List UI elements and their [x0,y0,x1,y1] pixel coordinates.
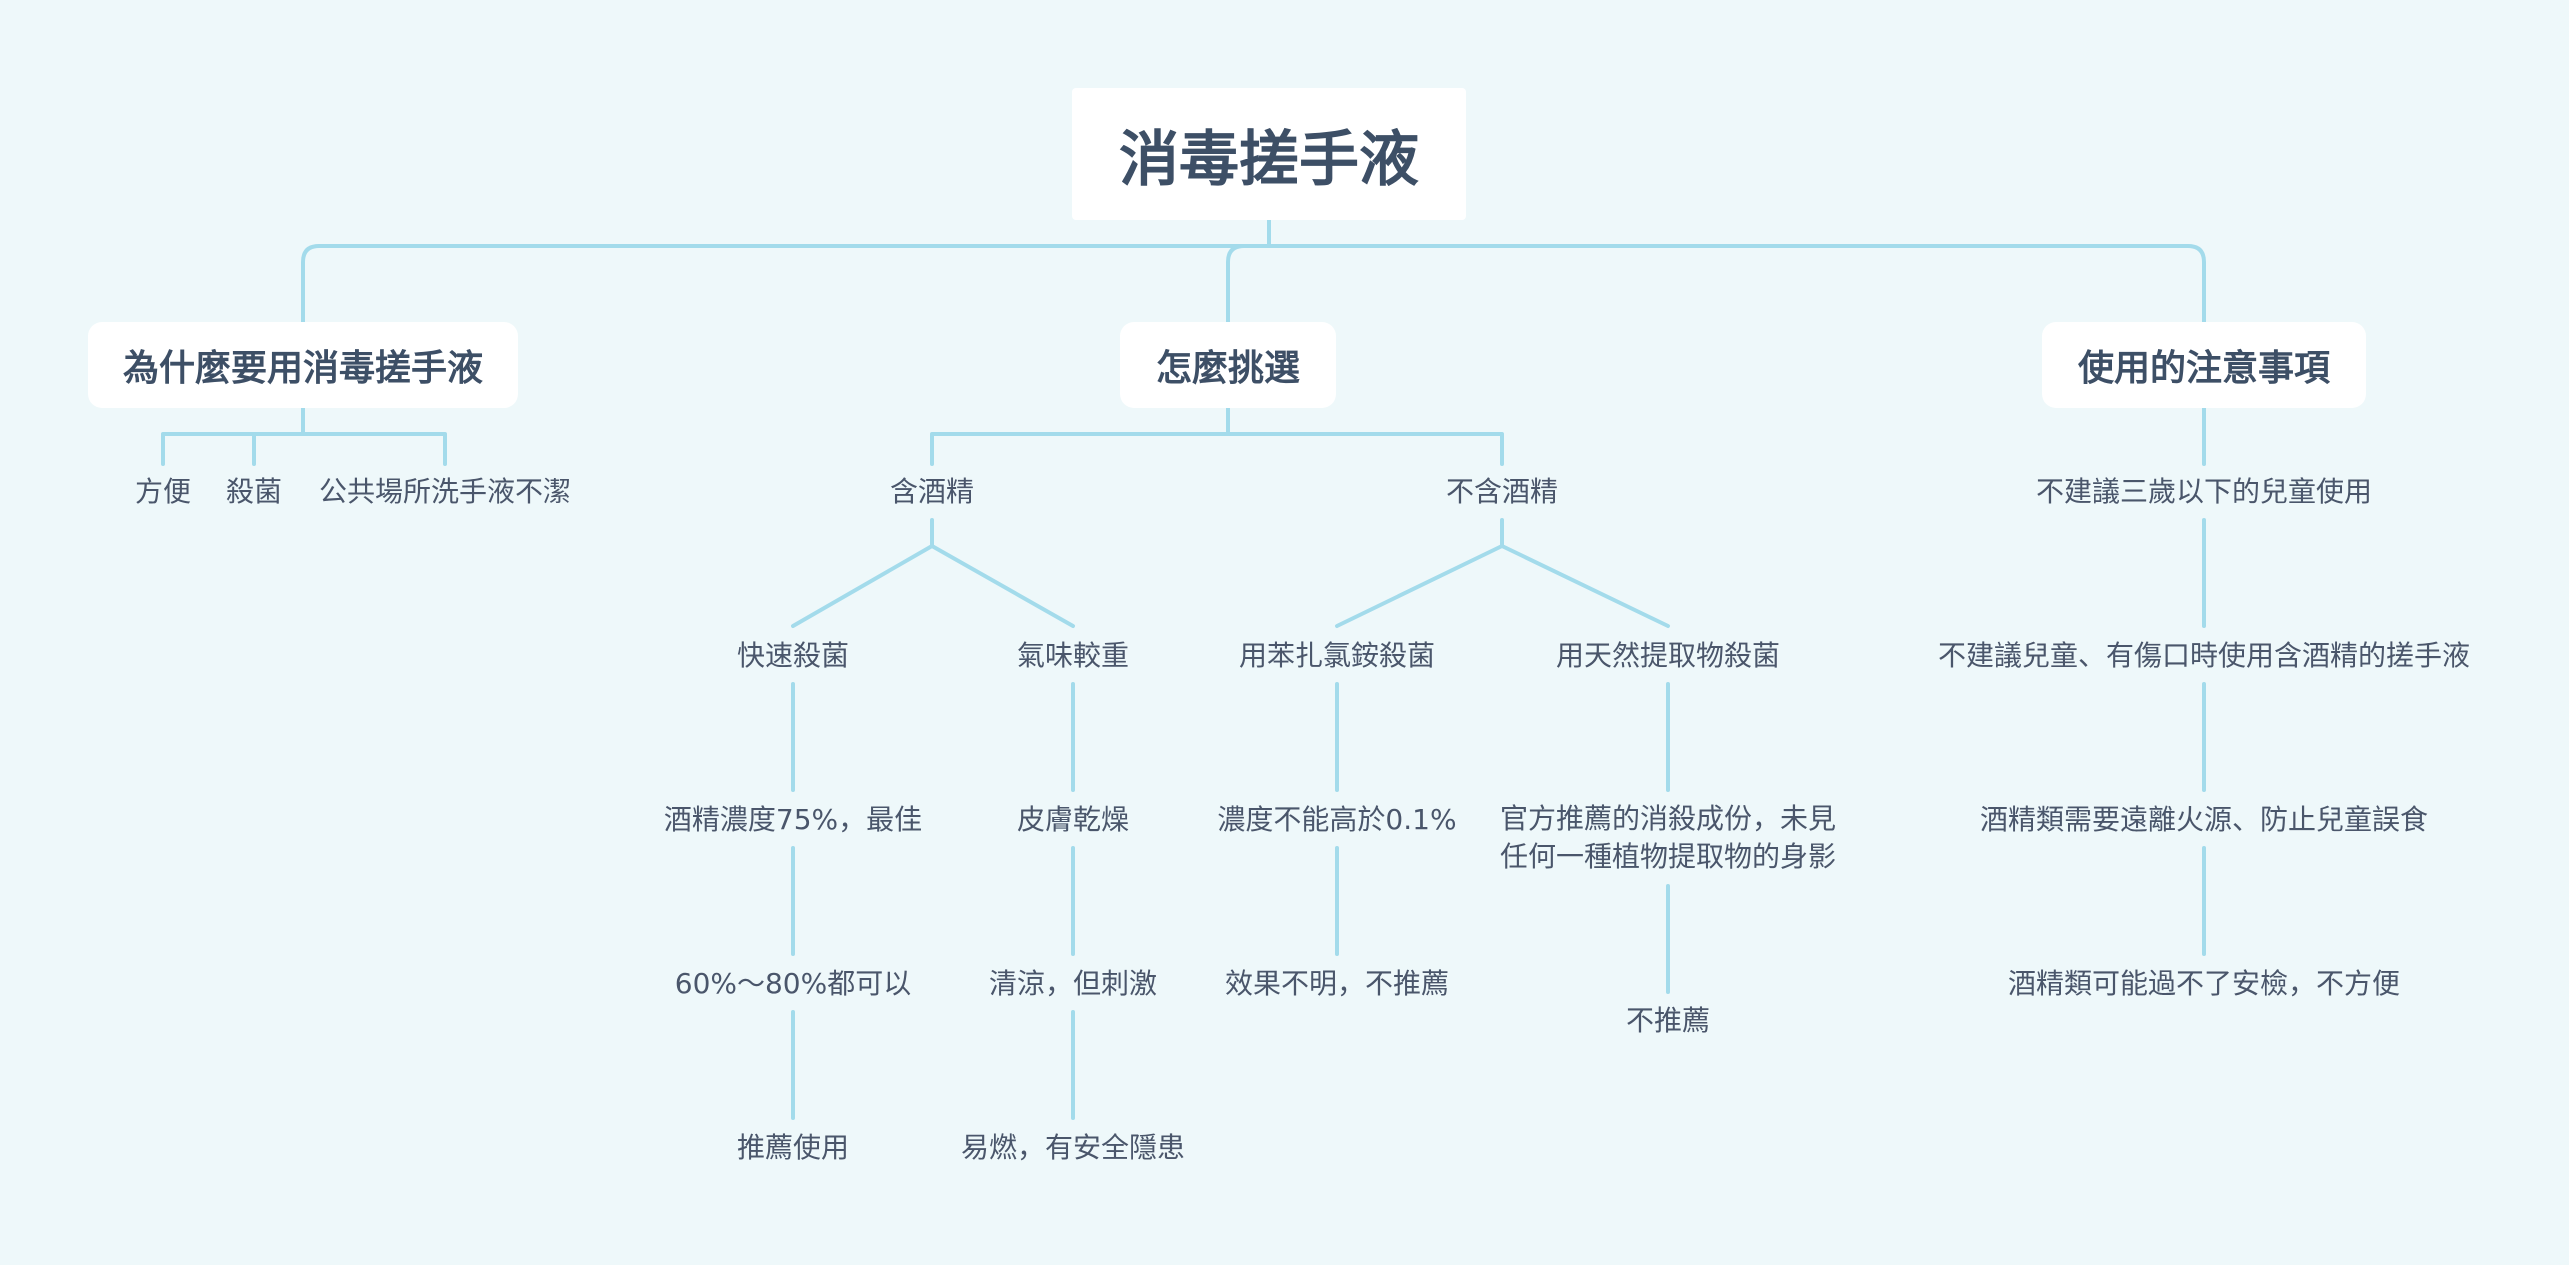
node-fast-step-2-label: 60%～80%都可以 [674,967,912,1000]
note-item-1[interactable]: 不建議三歲以下的兒童使用 [2036,473,2372,511]
root-label: 消毒搓手液 [1119,124,1419,195]
connector-root-choose [1226,244,1246,324]
node-strong-smell[interactable]: 氣味較重 [1017,637,1129,675]
note-item-2[interactable]: 不建議兒童、有傷口時使用含酒精的搓手液 [1938,637,2470,675]
why-item-sterilize-label: 殺菌 [225,475,283,508]
note-item-2-label: 不建議兒童、有傷口時使用含酒精的搓手液 [1937,639,2471,672]
node-benz-step-2-label: 效果不明，不推薦 [1224,967,1450,1000]
node-fast-kill[interactable]: 快速殺菌 [737,637,849,675]
node-fast-kill-label: 快速殺菌 [736,639,850,672]
node-natural-extract[interactable]: 用天然提取物殺菌 [1556,637,1780,675]
node-smell-step-3-label: 易燃，有安全隱患 [960,1131,1186,1164]
connector-why [161,406,447,466]
node-natural-step-1[interactable]: 官方推薦的消殺成份，未見 任何一種植物提取物的身影 [1500,800,1836,876]
why-item-convenient-label: 方便 [134,475,192,508]
node-strong-smell-label: 氣味較重 [1016,639,1130,672]
branch-why[interactable]: 為什麼要用消毒搓手液 [88,322,518,408]
branch-why-label: 為什麼要用消毒搓手液 [122,348,483,389]
node-natural-step-1-line-1: 官方推薦的消殺成份，未見 [1499,802,1837,835]
node-fast-step-2[interactable]: 60%～80%都可以 [675,965,911,1003]
note-item-4[interactable]: 酒精類可能過不了安檢，不方便 [2008,965,2400,1003]
why-item-sterilize[interactable]: 殺菌 [226,473,282,511]
node-fast-step-1[interactable]: 酒精濃度75%，最佳 [664,801,922,839]
node-benz-step-1-label: 濃度不能高於0.1% [1217,803,1457,836]
connector-root-bus [301,244,2206,324]
node-smell-step-3[interactable]: 易燃，有安全隱患 [961,1129,1185,1167]
root-node[interactable]: 消毒搓手液 [1072,88,1466,220]
node-smell-step-2[interactable]: 清涼，但刺激 [989,965,1157,1003]
node-smell-step-2-label: 清涼，但刺激 [988,967,1158,1000]
connector-choose [930,406,1504,466]
node-no-alcohol-label: 不含酒精 [1445,475,1559,508]
node-natural-step-2-label: 不推薦 [1625,1004,1711,1037]
note-item-4-label: 酒精類可能過不了安檢，不方便 [2007,967,2401,1000]
node-fast-step-1-label: 酒精濃度75%，最佳 [663,803,923,836]
node-fast-step-3[interactable]: 推薦使用 [737,1129,849,1167]
why-item-convenient[interactable]: 方便 [135,473,191,511]
node-benz-step-2[interactable]: 效果不明，不推薦 [1225,965,1449,1003]
connector-alcohol [791,518,1075,628]
branch-notes-label: 使用的注意事項 [2077,348,2330,389]
note-item-3[interactable]: 酒精類需要遠離火源、防止兒童誤食 [1980,801,2428,839]
why-item-public-soap[interactable]: 公共場所洗手液不潔 [319,473,571,511]
node-smell-step-1[interactable]: 皮膚乾燥 [1017,801,1129,839]
node-benzalkonium[interactable]: 用苯扎氯銨殺菌 [1239,637,1435,675]
node-benzalkonium-label: 用苯扎氯銨殺菌 [1238,639,1436,672]
node-natural-step-1-line-2: 任何一種植物提取物的身影 [1499,840,1837,873]
note-item-3-label: 酒精類需要遠離火源、防止兒童誤食 [1979,803,2429,836]
node-alcohol-label: 含酒精 [889,475,975,508]
note-item-1-label: 不建議三歲以下的兒童使用 [2035,475,2373,508]
branch-notes[interactable]: 使用的注意事項 [2042,322,2366,408]
node-no-alcohol[interactable]: 不含酒精 [1446,473,1558,511]
node-fast-step-3-label: 推薦使用 [736,1131,850,1164]
why-item-public-soap-label: 公共場所洗手液不潔 [318,475,572,508]
connector-no-alcohol [1335,518,1670,628]
node-smell-step-1-label: 皮膚乾燥 [1016,803,1130,836]
node-natural-step-2[interactable]: 不推薦 [1626,1002,1710,1040]
node-natural-extract-label: 用天然提取物殺菌 [1555,639,1781,672]
branch-choose-label: 怎麼挑選 [1155,348,1300,389]
node-alcohol[interactable]: 含酒精 [890,473,974,511]
branch-choose[interactable]: 怎麼挑選 [1120,322,1336,408]
node-benz-step-1[interactable]: 濃度不能高於0.1% [1217,801,1456,839]
